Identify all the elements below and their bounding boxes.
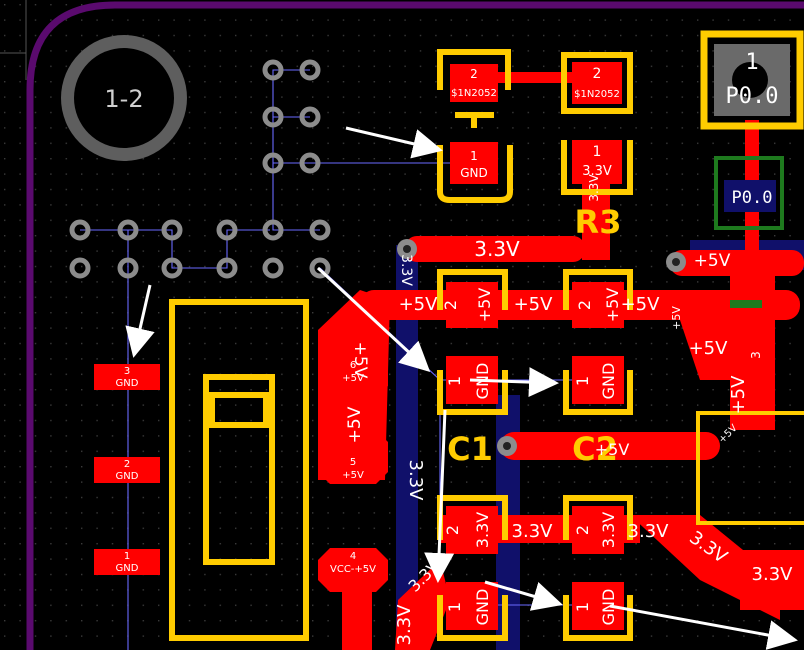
trace-c1c2-mid xyxy=(500,432,720,460)
left-connector[interactable]: 3 GND 2 GND 1 GND xyxy=(94,364,160,575)
c2-pad2-net: +5V xyxy=(603,288,622,323)
d1-pad2-number: 2 xyxy=(470,67,478,81)
reg-pad6-number: 6 xyxy=(350,360,356,371)
c1-pad2-net: +5V xyxy=(475,288,494,323)
c3-pad2-number: 2 xyxy=(443,525,462,535)
label-5v-f: +5V xyxy=(350,342,370,379)
label-5v-b: +5V xyxy=(514,294,554,315)
r3-pad2-net: $1N2052 xyxy=(574,89,620,100)
label-33v-c: 3.3V xyxy=(512,521,554,542)
mounting-hole[interactable]: 1-2 xyxy=(61,35,187,161)
c4-pad1-number: 1 xyxy=(573,602,592,612)
c3-pad1-net: GND xyxy=(473,589,492,626)
label-33v-mid: 3.3V xyxy=(405,460,426,502)
r3-pad2-number: 2 xyxy=(593,66,602,82)
c3-pad2-net: 3.3V xyxy=(473,512,492,548)
c4-pad2-net: 3.3V xyxy=(599,512,618,548)
r3-pad1-number: 1 xyxy=(593,144,602,160)
label-5v-g: +5V xyxy=(345,406,365,443)
reg-pad6-net: +5V xyxy=(342,373,364,384)
regulator[interactable]: 6 +5V 5 +5V 4 VCC-+5V xyxy=(318,336,388,592)
mounting-hole-label: 1-2 xyxy=(104,85,143,113)
c4-pad2-number: 2 xyxy=(573,525,592,535)
d1-pad2-net: $1N2052 xyxy=(451,88,497,99)
label-33v-g: 3.3V xyxy=(394,604,415,646)
label-33v-top: 3.3V xyxy=(474,237,520,261)
trace-33v-top xyxy=(405,236,585,262)
header-p0-0[interactable]: 1 P0.0 P0.0 xyxy=(700,30,804,230)
lc-pad1-number: 1 xyxy=(124,551,130,562)
c1-ref: C1 xyxy=(447,430,493,468)
c2-pad2-number: 2 xyxy=(575,300,594,310)
trace-labels: 3.3V +5V +5V +5V +5V +5V +5V +5V +5V 3.3… xyxy=(345,174,793,646)
header-pad-net: P0.0 xyxy=(726,84,779,109)
c4-footprint[interactable]: 2 3.3V 1 GND xyxy=(563,495,633,641)
c3-footprint[interactable]: 2 3.3V 1 GND xyxy=(437,495,508,641)
label-33v-left-top: 3.3V xyxy=(398,254,414,286)
c1-pad1-number: 1 xyxy=(445,376,464,386)
label-5v-h: +5V xyxy=(595,440,630,459)
reg-pad4-number: 4 xyxy=(350,551,356,562)
lc-pad1-net: GND xyxy=(116,563,139,574)
lc-pad3-number: 3 xyxy=(124,366,130,377)
label-5v-c: +5V xyxy=(621,294,661,315)
right-ic-footprint[interactable]: 3 xyxy=(696,300,804,525)
label-5v-d: +5V xyxy=(694,251,731,271)
lc-pad3-net: GND xyxy=(116,378,139,389)
c2-pad1-net: GND xyxy=(599,363,618,400)
r3-pad1-net: 3.3V xyxy=(582,164,612,179)
label-5v-a: +5V xyxy=(399,294,439,315)
r3-footprint[interactable]: 2 $1N2052 1 3.3V R3 xyxy=(561,52,633,241)
d1-pad1-number: 1 xyxy=(470,149,478,163)
lc-pad2-net: GND xyxy=(116,471,139,482)
trace-5v-ic xyxy=(670,250,804,276)
reg-pad4-net: VCC-+5V xyxy=(330,564,376,575)
header-pad-number: 1 xyxy=(745,50,758,75)
reg-pad5-net: +5V xyxy=(342,470,364,481)
d1-pad1-net: GND xyxy=(460,166,488,180)
trace-33v-right xyxy=(740,550,804,610)
c2-ref: C2 xyxy=(572,430,618,468)
c2-footprint[interactable]: 2 +5V 1 GND C2 xyxy=(563,269,633,468)
annotation-arrows xyxy=(125,126,798,650)
c2-pad1-number: 1 xyxy=(573,376,592,386)
label-33v-f: 3.3V xyxy=(752,564,794,585)
label-5v-e: +5V xyxy=(689,338,729,359)
d1-footprint[interactable]: 2 $1N2052 1 GND xyxy=(437,49,513,203)
c3-pad1-number: 1 xyxy=(445,602,464,612)
vias xyxy=(397,239,686,456)
reg-pad5-number: 5 xyxy=(350,457,356,468)
label-5v-vert: +5V xyxy=(728,375,749,415)
header-holes[interactable] xyxy=(69,59,331,279)
trace-1n2052 xyxy=(495,72,575,83)
ic-pad3-number: 3 xyxy=(749,351,763,359)
c4-pad1-net: GND xyxy=(599,589,618,626)
trace-5v-diag xyxy=(680,310,770,380)
label-33v-d: 3.3V xyxy=(628,521,670,542)
switch-footprint[interactable] xyxy=(169,299,309,641)
lc-pad2-number: 2 xyxy=(124,459,130,470)
header-small-net: P0.0 xyxy=(732,188,773,208)
c1-pad2-number: 2 xyxy=(441,300,460,310)
board-outline xyxy=(26,1,804,650)
r3-ref: R3 xyxy=(575,203,622,241)
bottom-trace-vertical xyxy=(396,300,418,650)
label-33v-i: 3.3V xyxy=(587,174,601,202)
label-5v-i: +5V xyxy=(670,306,683,330)
